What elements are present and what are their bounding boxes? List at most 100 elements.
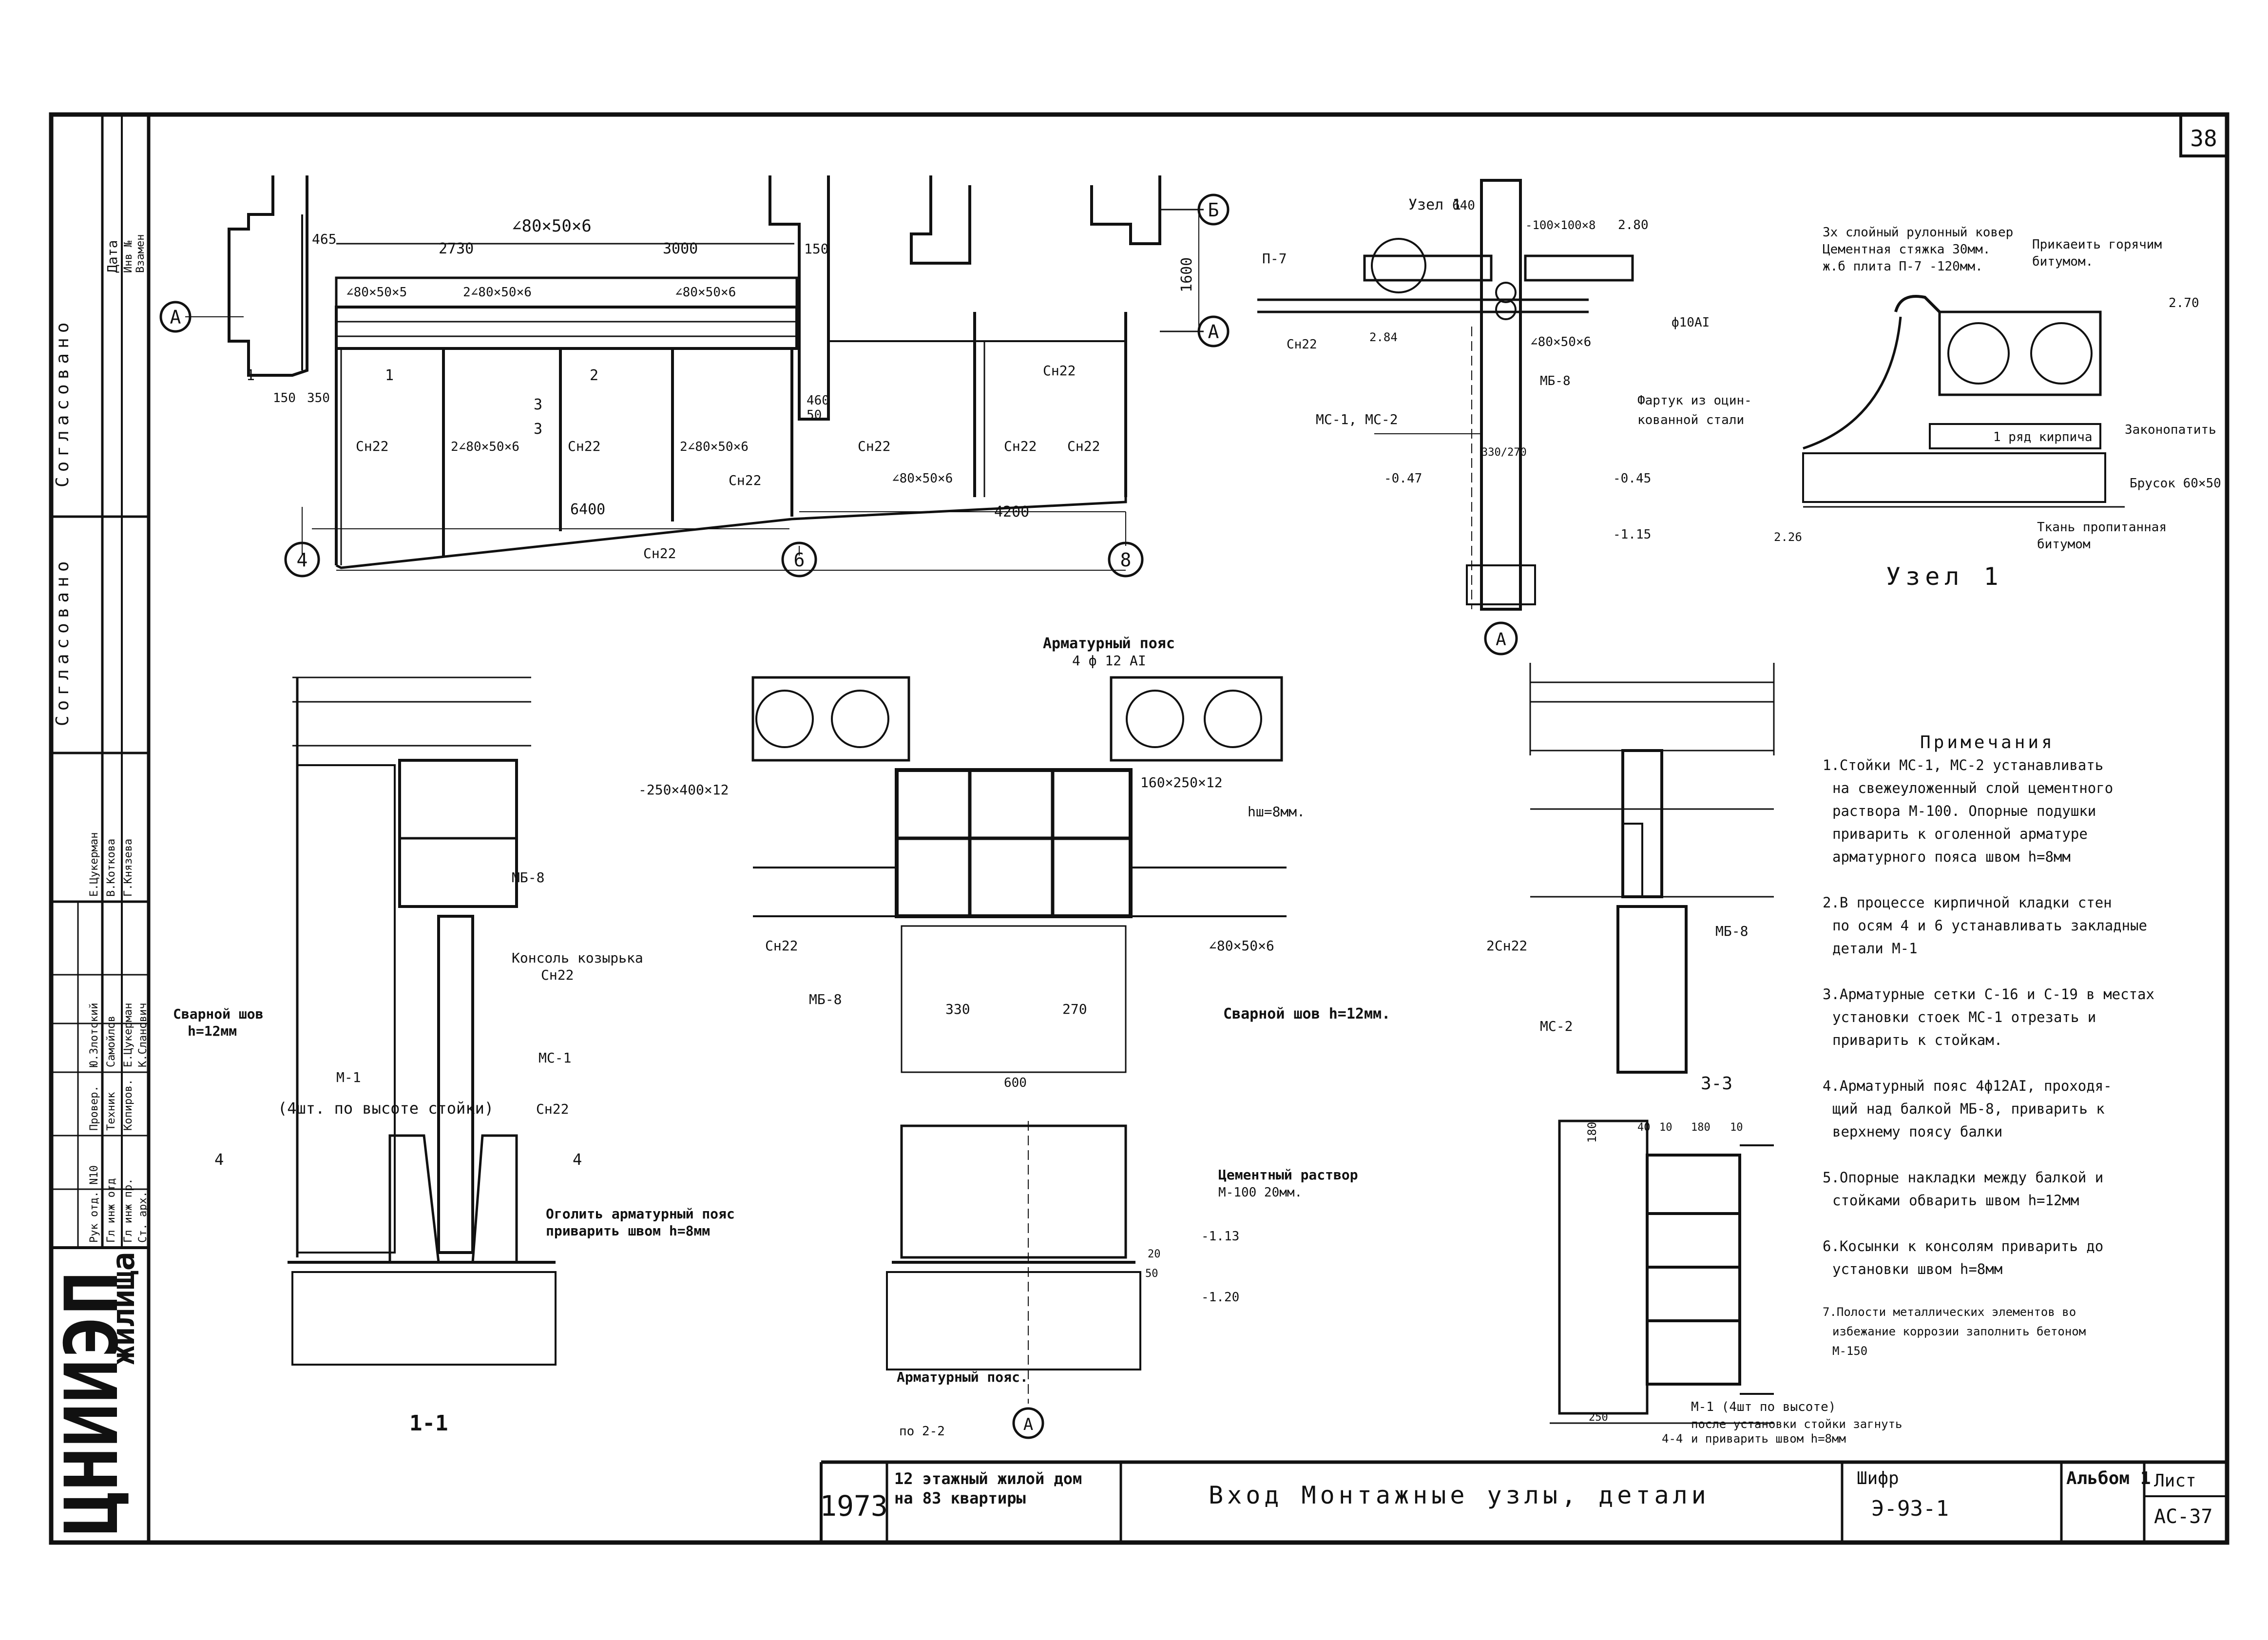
node1-l1: 3х слойный рулонный ковер <box>1823 225 2013 240</box>
node1-caulk: Законопатить <box>2125 423 2216 437</box>
note-line-10: установки стоек МС-1 отрезать и <box>1832 1009 2096 1025</box>
secA-dim-330: 330/270 <box>1481 446 1527 459</box>
sec22-dim-20: 20 <box>1148 1248 1161 1260</box>
sec11-title: 1-1 <box>409 1411 448 1436</box>
sec11-m1: М-1 <box>336 1069 361 1085</box>
sec22-belt: Арматурный пояс <box>1043 635 1175 652</box>
node1-detail: 3х слойный рулонный ковер Цементная стяж… <box>1774 225 2221 591</box>
sec33-mb8: МБ-8 <box>1715 923 1748 939</box>
sec44-d40: 40 <box>1637 1121 1651 1134</box>
sec33-ch22: 2Сн22 <box>1486 938 1527 954</box>
sec11-note: (4шт. по высоте стойки) <box>278 1099 494 1118</box>
plan-ch22-7: Сн22 <box>1043 363 1076 379</box>
secA-lvl-045: -0.45 <box>1613 471 1651 486</box>
sec11-belt1: Оголить арматурный пояс <box>546 1206 735 1222</box>
sec11-ch22: Сн22 <box>536 1101 569 1117</box>
sec11-cut-right: 4 <box>573 1150 582 1169</box>
note-line-14: верхнему поясу балки <box>1832 1123 2002 1140</box>
note-line-4: приварить к оголенной арматуре <box>1832 826 2088 842</box>
secA-bar: ф10АI <box>1672 315 1710 330</box>
sec11-mb8: МБ-8 <box>512 869 544 886</box>
note-line-13: щий над балкой МБ-8, приварить к <box>1832 1100 2105 1117</box>
notes-block: Примечания 1.Стойки МС-1, МС-2 устанавли… <box>1823 733 2154 1358</box>
plan-ch22-5: Сн22 <box>1004 438 1037 454</box>
role-5: Провер. <box>88 1085 100 1131</box>
secA-node1: Узел 1 <box>1408 196 1461 213</box>
sec22-belt2: 4 ф 12 АI <box>1072 653 1146 669</box>
node1-cloth2: битумом <box>2037 537 2091 552</box>
album: Альбом 1 <box>2066 1468 2151 1488</box>
role-7: Копиров. <box>122 1079 135 1131</box>
sheet-code: АС-37 <box>2154 1505 2212 1528</box>
sec44-d180b: 180 <box>1691 1121 1711 1134</box>
name-4: К.Сланович <box>137 1003 149 1067</box>
plan-dim-460: 460 <box>807 393 829 408</box>
plan-ch22-1: Сн22 <box>356 438 388 454</box>
sec44-note1: после установки стойки загнуть <box>1691 1417 1902 1431</box>
plan-profile-f: ∠80×50×6 <box>892 471 953 486</box>
node1-title: Узел 1 <box>1886 562 2003 591</box>
sec11-weld1: Сварной шов <box>173 1006 263 1022</box>
node1-l3: ж.б плита П-7 -120мм. <box>1823 259 1983 274</box>
node1-r2: битумом. <box>2032 254 2093 269</box>
plan-axis-8: 8 <box>1120 549 1132 571</box>
sec11-belt2: приварить швом h=8мм <box>546 1223 710 1239</box>
sec22-dim-330: 330 <box>945 1001 970 1017</box>
section-3-3: 2Сн22 МБ-8 МС-2 3-3 <box>1486 663 1775 1094</box>
plan-ch22-8: Сн22 <box>643 545 676 561</box>
drawing-title: Вход Монтажные узлы, детали <box>1209 1481 1710 1509</box>
sec22-lvl-120: -1.20 <box>1201 1290 1239 1305</box>
plan-profile-a: ∠80×50×5 <box>346 285 407 300</box>
section-axis-a: А Узел 1 640 -100×100×8 2.80 П-7 2.84 ф1… <box>1257 179 1752 656</box>
date-label: Дата <box>104 240 120 273</box>
section-2-2: А Арматурный пояс 4 ф 12 АI -250×400×12 … <box>638 635 1390 1439</box>
note-line-17: 6.Косынки к консолям приварить до <box>1823 1238 2103 1254</box>
note-line-8: детали М-1 <box>1832 940 1918 957</box>
plan-dim-150: 150 <box>804 241 829 257</box>
sec22-mb8: МБ-8 <box>809 991 842 1007</box>
sec22-dim-270: 270 <box>1062 1001 1087 1017</box>
plan-dim-2730: 2730 <box>439 240 474 257</box>
sheet-label: Лист <box>2154 1471 2196 1491</box>
sec44-cut: 4-4 <box>1662 1432 1683 1446</box>
plan-dim-4200: 4200 <box>994 503 1029 521</box>
plan-dim-1600: 1600 <box>1178 257 1195 292</box>
role-2: Гл инж отд <box>105 1178 117 1243</box>
plan-ch22-3: Сн22 <box>729 472 761 488</box>
secA-ch22: Сн22 <box>1287 337 1317 352</box>
sec22-axis: А <box>1023 1415 1033 1434</box>
plan-axis-a-left: А <box>170 307 181 328</box>
sec22-angle: ∠80×50×6 <box>1209 938 1274 954</box>
section-1-1: МБ-8 Консоль козырька Сн22 Сварной шов h… <box>173 676 735 1436</box>
agreed-label-2: Согласовано <box>53 557 73 726</box>
role-3: Гл инж пр. <box>122 1178 135 1243</box>
sec44-note2: и приварить швом h=8мм <box>1691 1432 1846 1446</box>
name-1: Ю.Злотский <box>88 1003 100 1067</box>
sec11-cut-left: 4 <box>214 1150 224 1169</box>
name-6: В.Коткова <box>105 839 117 897</box>
sec33-title: 3-3 <box>1701 1074 1732 1094</box>
plan-cut-3: 3 <box>534 396 542 413</box>
sec22-po22: по 2-2 <box>899 1424 945 1439</box>
sec22-hw: hш=8мм. <box>1248 804 1305 820</box>
secA-angle: ∠80×50×6 <box>1530 335 1591 349</box>
note-line-11: приварить к стойкам. <box>1832 1032 2002 1048</box>
sec44-m1: М-1 (4шт по высоте) <box>1691 1400 1836 1414</box>
note-line-6: 2.В процессе кирпичной кладки стен <box>1823 894 2112 911</box>
note-line-9: 3.Арматурные сетки С-16 и С-19 в местах <box>1823 986 2154 1003</box>
name-7: Г.Князева <box>122 839 135 897</box>
plan-dim-6400: 6400 <box>570 501 605 518</box>
node1-brick: 1 ряд кирпича <box>1993 430 2093 444</box>
sec33-ms2: МС-2 <box>1540 1018 1573 1034</box>
plan-ch22-6: Сн22 <box>1067 438 1100 454</box>
note-line-20: избежание коррозии заполнить бетоном <box>1832 1325 2086 1338</box>
plan-cut-1b: 1 <box>385 367 394 384</box>
plan-cut-2: 2 <box>590 367 598 384</box>
cipher-label: Шифр <box>1857 1468 1899 1488</box>
node1-l2: Цементная стяжка 30мм. <box>1823 242 1990 257</box>
project-line-1: 12 этажный жилой дом <box>894 1469 1082 1488</box>
plan-view: А А Б 4 6 8 ∠80×50×6 2730 3000 465 150 1… <box>159 175 1230 578</box>
note-line-12: 4.Арматурный пояс 4ф12АI, проходя- <box>1823 1078 2112 1094</box>
plan-axis-b: Б <box>1208 199 1219 221</box>
